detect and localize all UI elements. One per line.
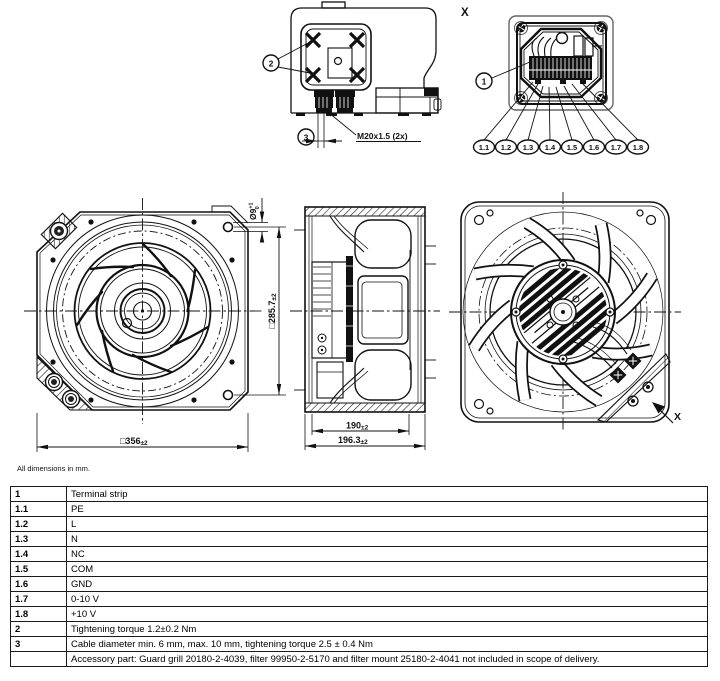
dimensions-note: All dimensions in mm. [17,464,90,473]
gasket-octagon [519,27,603,99]
row-id: 1.7 [10,591,67,607]
callout-2-label: 2 [269,59,274,69]
plate-hole [333,56,343,66]
dim-285-7-label: □285.7±2 [267,293,278,329]
row-id: 1.8 [10,606,67,622]
row-id: 1.4 [10,546,67,562]
terminal-id-1-8: 1.8 [633,143,643,152]
housing-screws [50,219,235,403]
terminal-id-1-5: 1.5 [567,143,577,152]
profile-outline [304,206,426,413]
dim-285-7 [234,226,286,396]
terminal-id-1-7: 1.7 [611,143,621,152]
row-id: 1.6 [10,576,67,592]
callout-1-bubble [475,72,493,90]
row-desc: 0-10 V [66,591,708,607]
technical-drawing-canvas: 2 3 M20x1.5 (2x) X [24,1,681,452]
callout-3-label: 3 [304,133,309,143]
housing-outline [290,7,437,113]
dim-hole-dia [233,198,268,243]
callout-1-label: 1 [482,77,487,87]
row-id: 1.2 [10,516,67,532]
terminal-cover-plate [508,15,614,111]
row-desc: GND [66,576,708,592]
terminal-id-1-3: 1.3 [523,143,533,152]
row-id: 1.1 [10,501,67,517]
dim-356 [36,413,249,452]
rear-view-drawing [449,192,681,432]
terminal-id-1-1: 1.1 [479,143,489,152]
row-desc: COM [66,561,708,577]
table-row: 1.8+10 V [10,606,708,622]
terminal-leaders [483,81,639,141]
dim-356-label: □356±2 [120,436,148,447]
housing-clip [321,1,346,9]
terminal-wires [531,36,557,57]
row-desc: Tightening torque 1.2±0.2 Nm [66,621,708,637]
terminal-strip [529,56,592,84]
row-id: 1.5 [10,561,67,577]
profile-view-drawing [290,206,440,450]
row-desc: Cable diameter min. 6 mm, max. 10 mm, ti… [66,636,708,652]
dim-190 [311,414,410,435]
row-desc: Terminal strip [66,486,708,502]
terminal-id-1-6: 1.6 [589,143,599,152]
view-x-arrow [652,402,674,424]
row-desc: PE [66,501,708,517]
corner-bracket-top-left [40,212,78,250]
motor-screws [511,260,615,364]
mounting-hole-top-right [222,221,234,233]
rear-cable-glands [573,322,642,384]
row-desc: Accessory part: Guard grill 20180-2-4039… [66,651,708,667]
dim-190-label: 190±2 [346,421,369,432]
dim-196-3 [304,414,426,450]
row-id: 1 [10,486,67,502]
row-desc: N [66,531,708,547]
corner-bracket-bottom-left [36,355,94,411]
dim-196-3-label: 196.3±2 [338,435,368,446]
rear-corner-screws [473,209,657,415]
front-housing-outline [36,211,249,411]
callout-3-bubble [297,128,315,146]
impeller-blades [75,242,210,374]
side-view-drawing [262,1,442,148]
row-id: 2 [10,621,67,637]
row-id: 3 [10,636,67,652]
table-row: Accessory part: Guard grill 20180-2-4039… [10,651,708,667]
mounting-hole-bottom-right [222,389,234,401]
gland-thread-label: M20x1.5 (2x) [357,131,408,141]
cable-glands [314,90,355,113]
terminal-id-1-4: 1.4 [545,143,556,152]
row-id: 1.3 [10,531,67,547]
view-x-marker-top: X [461,7,469,19]
rear-corner-bracket [596,353,671,423]
row-desc: L [66,516,708,532]
motor-block [311,261,351,359]
row-id [10,651,67,667]
front-view-drawing [24,198,286,452]
terminal-detail-drawing [472,15,650,155]
terminal-id-1-2: 1.2 [501,143,511,152]
callout-2-bubble [262,54,280,72]
dim-hole-dia-label: Ø9+10 [248,202,261,220]
row-desc: +10 V [66,606,708,622]
hub-screws [546,295,580,329]
row-desc: NC [66,546,708,562]
terminal-callout-bubbles [472,139,650,155]
view-x-marker-bottom: X [674,411,681,423]
